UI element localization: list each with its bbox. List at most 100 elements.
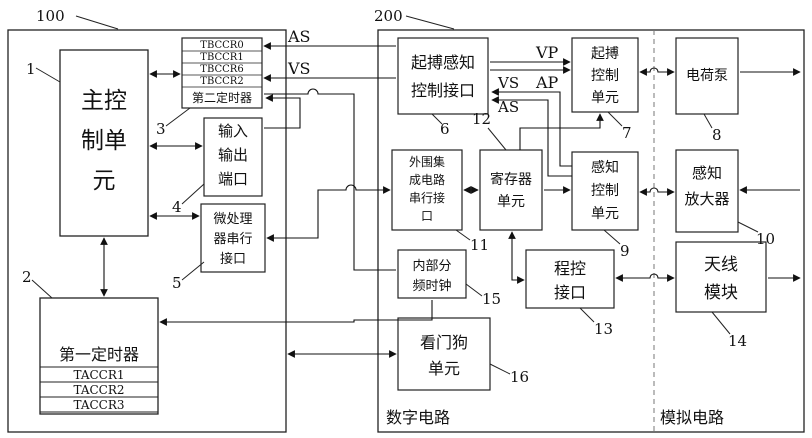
wire-sensing-to-amp xyxy=(639,187,675,196)
register-line-1: 寄存器 xyxy=(490,171,532,188)
clock-div-line-2: 频时钟 xyxy=(412,278,451,294)
clock-div-line-1: 内部分 xyxy=(412,258,451,274)
clock-div-num: 15 xyxy=(482,290,501,308)
pacing-ctrl-line-3: 单元 xyxy=(591,90,619,106)
main-control-line-3: 元 xyxy=(93,168,116,194)
tbccr0-label: TBCCR0 xyxy=(200,40,243,51)
prog-if-line-2: 接口 xyxy=(554,283,586,302)
io-port-line-3: 端口 xyxy=(218,170,248,188)
antenna-leader xyxy=(711,311,731,335)
taccr3-label: TACCR3 xyxy=(73,398,124,412)
signal-as: AS xyxy=(287,27,311,46)
tbccr1-label: TBCCR1 xyxy=(200,52,243,63)
periph-line-4: 口 xyxy=(421,209,433,223)
sensing-ctrl-num: 9 xyxy=(620,242,630,260)
io-port-leader xyxy=(181,183,205,205)
sense-amp-leader xyxy=(737,221,759,233)
wire-register-to-prog xyxy=(508,231,525,284)
io-port-line-2: 输出 xyxy=(218,146,248,164)
antenna-line-1: 天线 xyxy=(704,255,738,275)
pacing-ctrl-num: 7 xyxy=(622,124,632,142)
second-timer-leader xyxy=(165,107,191,127)
periph-line-2: 成电路 xyxy=(409,172,445,187)
mcu-serial-num: 5 xyxy=(172,274,182,292)
periph-num: 11 xyxy=(470,236,489,254)
main-control-leader xyxy=(35,67,61,83)
periph-line-3: 串行接 xyxy=(409,190,445,205)
second-timer-label: 第二定时器 xyxy=(192,90,252,105)
sensing-control-unit xyxy=(571,151,639,231)
prog-if-num: 13 xyxy=(594,320,613,338)
watchdog-unit xyxy=(397,317,491,391)
signal-ap: AP xyxy=(535,73,559,92)
wire-vs-back xyxy=(491,88,572,167)
signal-vs-right: VS xyxy=(497,74,519,92)
pulse-if-leader xyxy=(431,113,443,125)
tbccr2-label: TBCCR2 xyxy=(200,76,243,87)
pacing-ctrl-line-2: 控制 xyxy=(591,68,619,84)
mcu-serial-line-1: 微处理 xyxy=(213,212,252,227)
left-box-id: 100 xyxy=(36,7,65,25)
sense-amp-line-2: 放大器 xyxy=(684,190,729,208)
io-port-line-1: 输入 xyxy=(218,122,248,140)
main-control-unit xyxy=(59,49,149,237)
first-timer-leader xyxy=(31,279,53,299)
right-box-id: 200 xyxy=(374,7,403,25)
io-port xyxy=(203,117,263,197)
taccr2-label: TACCR2 xyxy=(73,383,124,397)
second-timer xyxy=(181,37,263,109)
antenna-line-2: 模块 xyxy=(704,283,738,303)
mcu-serial-line-2: 器串行 xyxy=(213,232,252,247)
connections xyxy=(100,42,801,358)
peripheral-serial-interface xyxy=(391,149,463,231)
wire-pacing-to-pump xyxy=(639,67,675,76)
main-control-line-1: 主控 xyxy=(81,88,127,114)
register-num: 12 xyxy=(472,110,491,128)
mcu-serial-leader xyxy=(181,261,205,281)
charge-pump-num: 8 xyxy=(712,126,722,144)
signal-vp: VP xyxy=(535,43,559,62)
right-box-leader xyxy=(405,15,455,30)
wire-clock-to-timer1 xyxy=(159,300,433,326)
io-port-num: 4 xyxy=(172,198,182,216)
prog-if-line-1: 程控 xyxy=(554,259,586,278)
first-timer-num: 2 xyxy=(22,268,32,286)
wire-register-to-pacing xyxy=(519,113,604,150)
program-control-interface xyxy=(525,249,615,309)
signal-as-right: AS xyxy=(497,98,519,116)
clock-div-leader xyxy=(465,283,483,297)
register-unit xyxy=(479,149,543,231)
pulse-if-line-1: 起搏感知 xyxy=(411,53,475,72)
charge-pump-leader xyxy=(703,113,713,129)
main-control-line-2: 制单 xyxy=(81,128,127,154)
pulse-sense-interface xyxy=(397,37,489,115)
first-timer-label: 第一定时器 xyxy=(59,345,139,364)
taccr3-cell xyxy=(39,396,159,413)
taccr1-label: TACCR1 xyxy=(73,368,124,382)
digital-region-label: 数字电路 xyxy=(386,408,450,427)
sensing-ctrl-line-2: 控制 xyxy=(591,183,619,199)
mcu-serial-line-3: 接口 xyxy=(220,251,246,267)
pacing-ctrl-line-1: 起搏 xyxy=(591,45,619,62)
clock-divider xyxy=(397,249,467,299)
pulse-if-line-2: 控制接口 xyxy=(411,81,475,100)
first-timer xyxy=(39,297,159,415)
charge-pump-label: 电荷泵 xyxy=(686,68,728,84)
analog-region-label: 模拟电路 xyxy=(660,408,724,427)
sensing-ctrl-leader xyxy=(603,229,621,245)
sensing-ctrl-line-3: 单元 xyxy=(591,206,619,222)
sensing-ctrl-line-1: 感知 xyxy=(591,159,619,176)
pacing-ctrl-leader xyxy=(607,111,623,127)
wire-serial-link xyxy=(266,184,391,242)
sense-amp-line-1: 感知 xyxy=(692,164,722,182)
watchdog-line-1: 看门狗 xyxy=(420,333,468,352)
register-leader xyxy=(487,127,507,151)
antenna-num: 14 xyxy=(728,332,747,350)
watchdog-line-2: 单元 xyxy=(428,359,460,378)
sense-amp-num: 10 xyxy=(756,230,775,248)
register-line-2: 单元 xyxy=(497,194,525,210)
watchdog-num: 16 xyxy=(510,368,529,386)
wire-io-to-timer xyxy=(264,94,301,129)
wire-timer2-to-bus xyxy=(264,88,396,271)
